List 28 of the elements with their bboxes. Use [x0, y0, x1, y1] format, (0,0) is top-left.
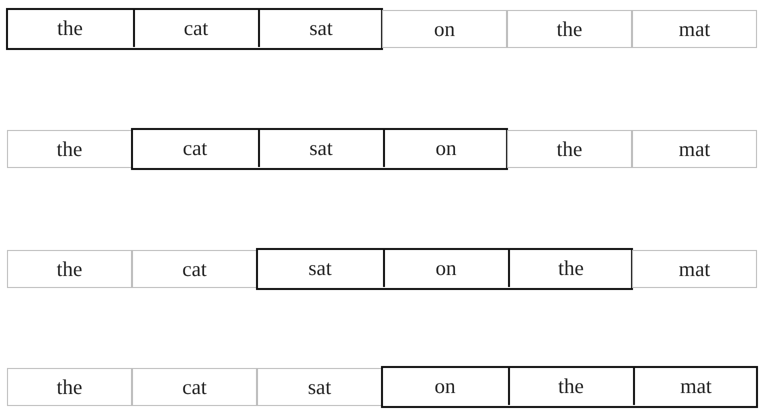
word-cell: the [7, 368, 132, 406]
word-cell: the [507, 10, 632, 48]
word-cell: cat [132, 368, 257, 406]
sliding-window-frame [256, 248, 633, 290]
sliding-window-frame [131, 128, 508, 170]
word-cell: the [508, 368, 632, 405]
sliding-window-frame [6, 8, 383, 50]
word-cell: mat [632, 250, 757, 288]
word-cell: cat [132, 130, 258, 167]
word-cell: the [507, 130, 632, 168]
word-cell: on [382, 10, 507, 48]
word-cell: on [382, 250, 508, 287]
word-cell: on [382, 368, 508, 405]
word-cell: the [508, 250, 632, 287]
word-cell: the [7, 130, 132, 168]
word-cell: the [8, 10, 132, 47]
word-cell: the [7, 250, 132, 288]
word-cell: sat [258, 250, 382, 287]
word-cell: sat [257, 368, 382, 406]
word-cell: mat [632, 368, 758, 405]
sliding-window-frame [381, 366, 758, 408]
word-cell: sat [258, 10, 382, 47]
word-cell: cat [132, 250, 257, 288]
word-cell: on [382, 130, 508, 167]
word-cell: sat [258, 130, 382, 167]
word-cell: mat [632, 130, 757, 168]
word-cell: mat [632, 10, 757, 48]
word-cell: cat [132, 10, 258, 47]
